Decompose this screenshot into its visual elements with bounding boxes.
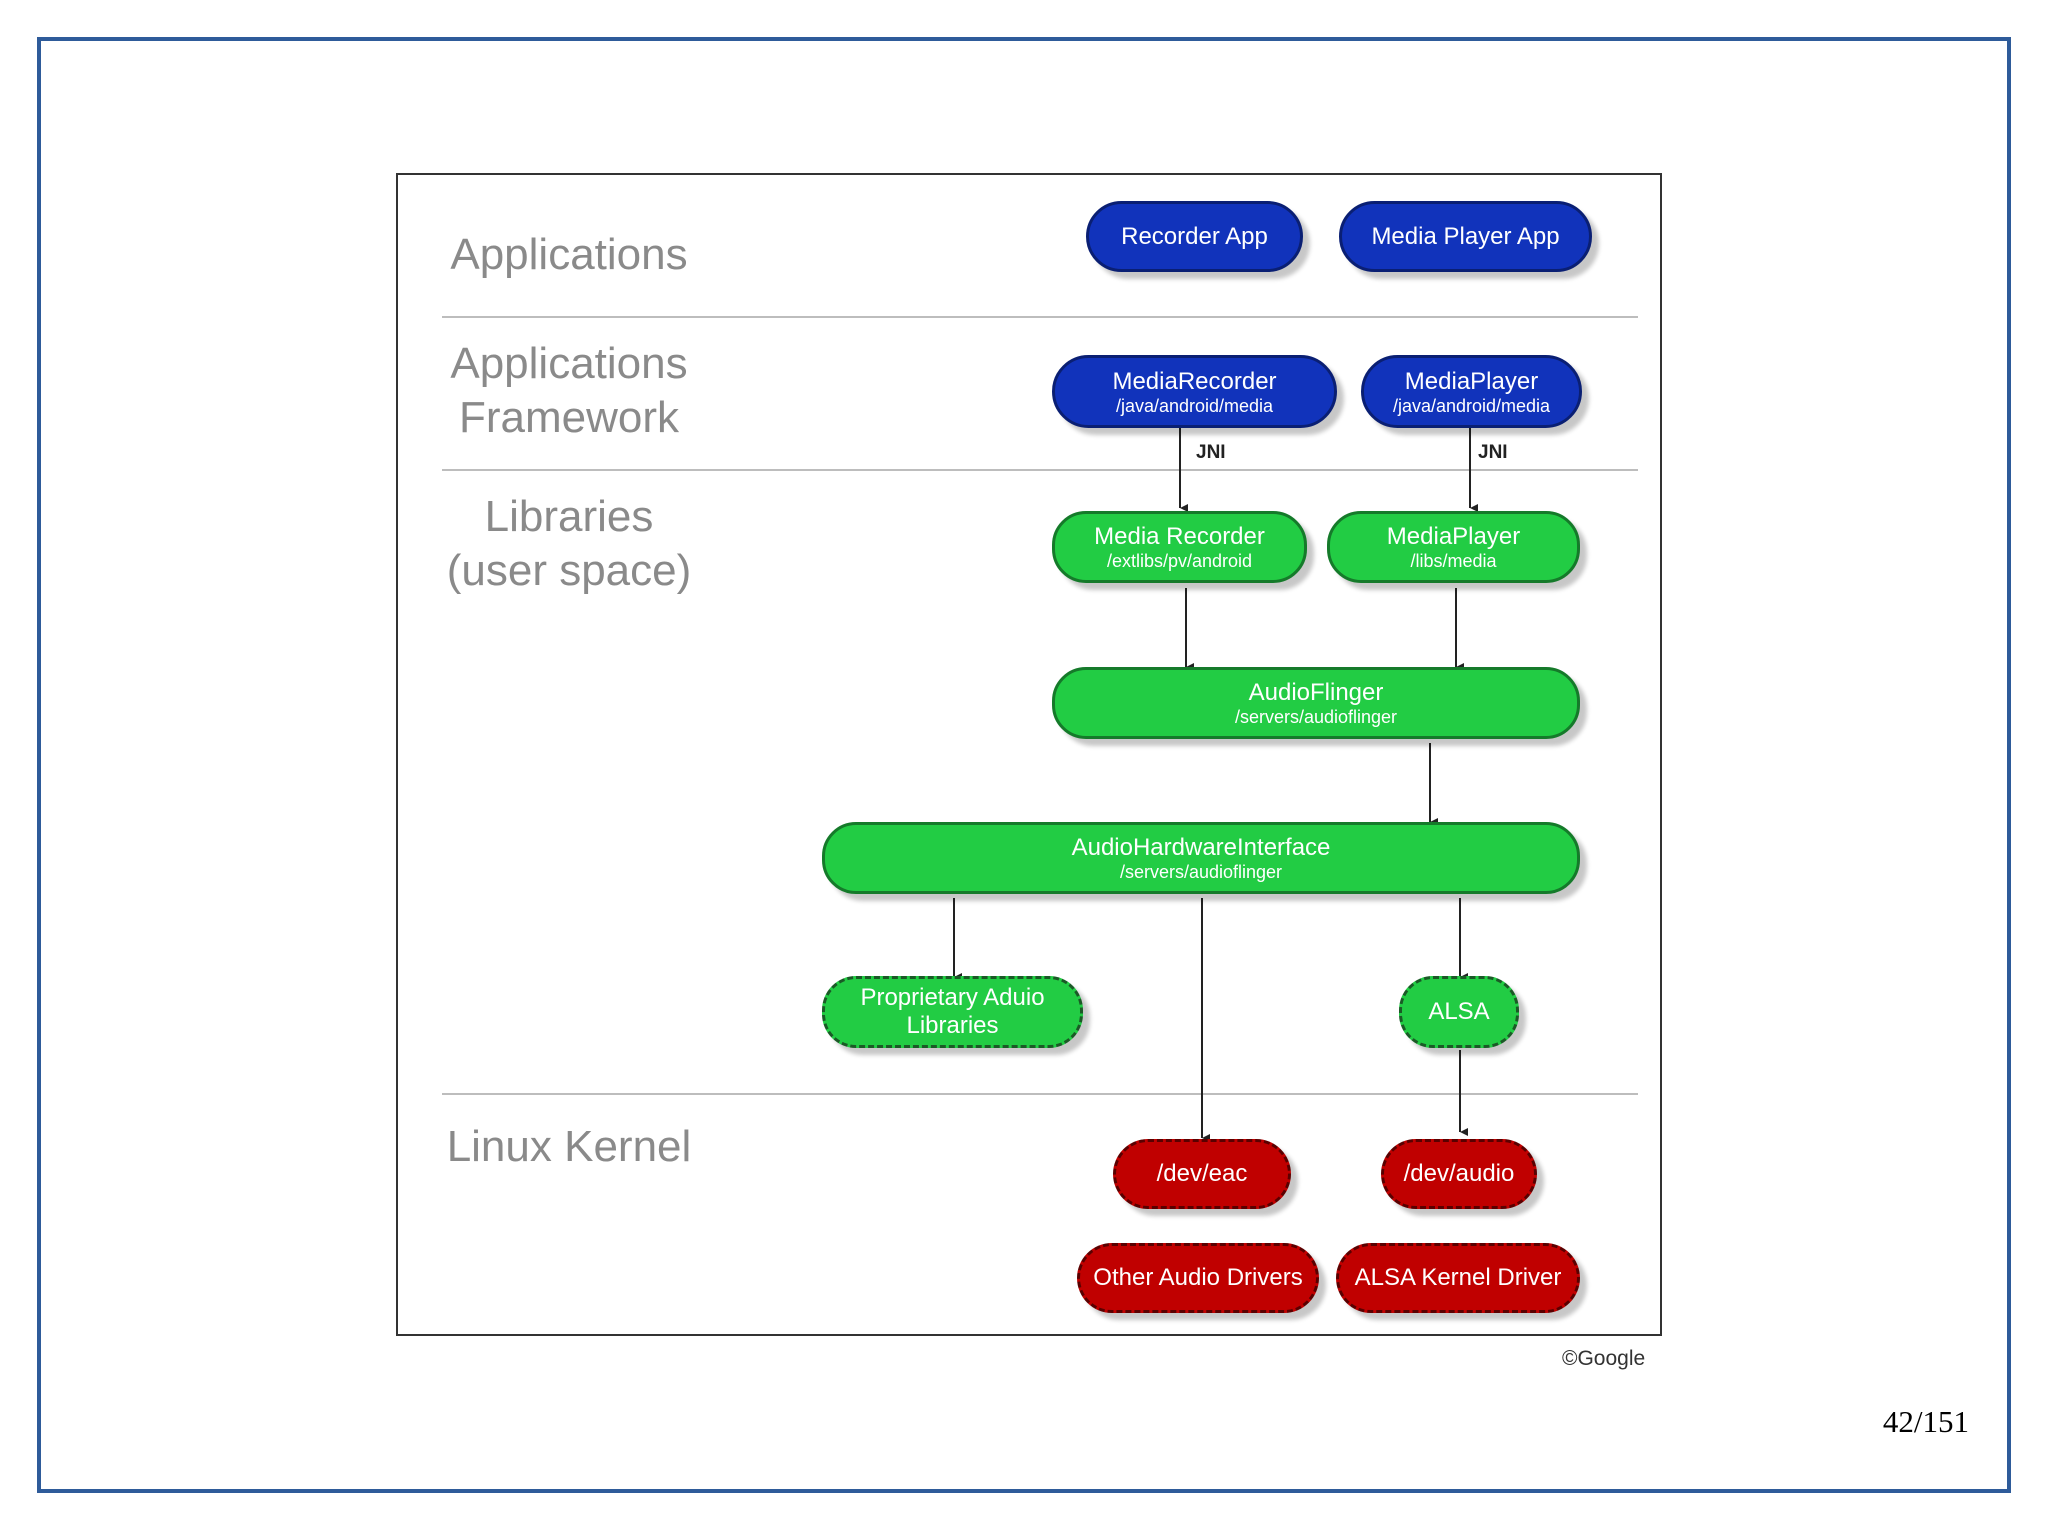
divider-framework bbox=[442, 469, 1638, 471]
node-media-recorder-lib: Media Recorder /extlibs/pv/android bbox=[1052, 511, 1307, 583]
node-path: /extlibs/pv/android bbox=[1106, 551, 1253, 571]
node-path: /java/android/media bbox=[1115, 395, 1274, 416]
jni-label-left: JNI bbox=[1196, 442, 1226, 463]
node-title: AudioHardwareInterface bbox=[1071, 834, 1331, 861]
node-alsa-kernel-driver: ALSA Kernel Driver bbox=[1336, 1243, 1580, 1313]
layer-label-framework: Applications Framework bbox=[434, 337, 704, 445]
node-recorder-app: Recorder App bbox=[1086, 201, 1303, 272]
node-title: ALSA Kernel Driver bbox=[1354, 1264, 1562, 1291]
node-title: Proprietary Aduio Libraries bbox=[860, 984, 1045, 1039]
node-title: MediaRecorder bbox=[1112, 367, 1277, 395]
divider-apps bbox=[442, 316, 1638, 318]
node-title: MediaPlayer bbox=[1386, 523, 1521, 550]
layer-label-framework-line1: Applications bbox=[450, 339, 688, 388]
node-mediaplayer-java: MediaPlayer /java/android/media bbox=[1361, 355, 1582, 428]
layer-label-libraries: Libraries (user space) bbox=[434, 490, 704, 598]
node-alsa: ALSA bbox=[1399, 976, 1519, 1048]
node-dev-audio: /dev/audio bbox=[1381, 1139, 1537, 1209]
node-path: /servers/audioflinger bbox=[1119, 862, 1283, 882]
copyright-notice: ©Google bbox=[1562, 1347, 1646, 1370]
node-title: ALSA bbox=[1428, 998, 1490, 1025]
node-title: /dev/audio bbox=[1403, 1160, 1515, 1187]
layer-label-libraries-line2: (user space) bbox=[446, 546, 692, 595]
layer-label-framework-line2: Framework bbox=[458, 393, 680, 442]
slide-frame bbox=[37, 37, 2011, 1493]
node-audio-hardware-interface: AudioHardwareInterface /servers/audiofli… bbox=[822, 822, 1580, 894]
node-proprietary-libraries: Proprietary Aduio Libraries bbox=[822, 976, 1083, 1048]
page-number: 42/151 bbox=[1882, 1404, 1969, 1439]
node-other-audio-drivers: Other Audio Drivers bbox=[1077, 1243, 1319, 1313]
node-path: /libs/media bbox=[1410, 551, 1497, 571]
node-title: Recorder App bbox=[1121, 222, 1268, 250]
node-mediaplayer-lib: MediaPlayer /libs/media bbox=[1327, 511, 1580, 583]
node-title: MediaPlayer bbox=[1404, 367, 1539, 395]
node-dev-eac: /dev/eac bbox=[1113, 1139, 1291, 1209]
node-media-player-app: Media Player App bbox=[1339, 201, 1592, 272]
node-audioflinger: AudioFlinger /servers/audioflinger bbox=[1052, 667, 1580, 739]
node-path: /servers/audioflinger bbox=[1234, 707, 1398, 727]
node-title: Media Recorder bbox=[1094, 523, 1265, 550]
layer-label-kernel: Linux Kernel bbox=[446, 1122, 692, 1171]
jni-label-right: JNI bbox=[1478, 442, 1508, 463]
node-title: /dev/eac bbox=[1156, 1160, 1248, 1187]
node-title: Other Audio Drivers bbox=[1093, 1264, 1303, 1291]
divider-kernel bbox=[442, 1093, 1638, 1095]
node-title: Media Player App bbox=[1371, 222, 1560, 250]
layer-label-applications: Applications bbox=[450, 230, 688, 279]
layer-label-libraries-line1: Libraries bbox=[484, 492, 654, 541]
node-mediarecorder-java: MediaRecorder /java/android/media bbox=[1052, 355, 1337, 428]
node-title: AudioFlinger bbox=[1248, 679, 1384, 706]
node-path: /java/android/media bbox=[1392, 395, 1551, 416]
